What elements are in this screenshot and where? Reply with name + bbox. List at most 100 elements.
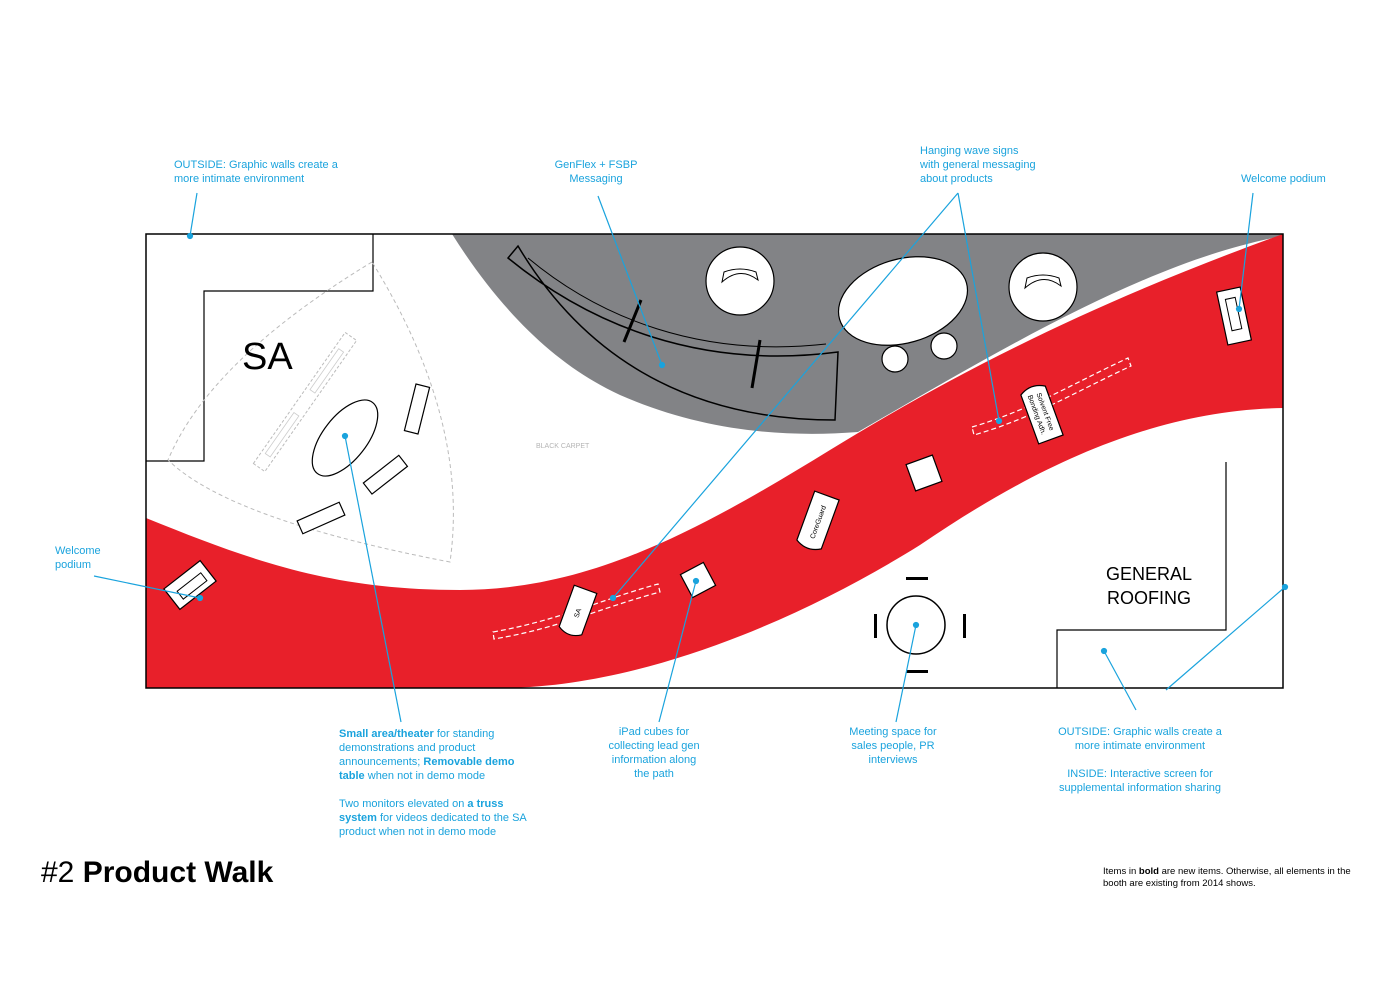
welcome-podium-right: [1215, 286, 1253, 346]
annotation-line: GenFlex + FSBP: [554, 159, 638, 171]
annotation-line: the path: [634, 768, 674, 780]
annotation-welcome-left: Welcome podium: [55, 544, 101, 572]
annotation-line: collecting lead gen: [608, 740, 700, 752]
bench: [296, 501, 346, 535]
wall-post: [750, 339, 762, 389]
annotation-leaders: [93, 192, 1289, 723]
bench: [403, 383, 431, 435]
leader-dot: [609, 594, 617, 602]
annotation-line: with general messaging: [920, 159, 1036, 171]
leader-dot: [658, 361, 666, 369]
annotation-line: interviews: [868, 754, 918, 766]
page-title: #2 Product Walk: [41, 856, 273, 890]
wall-post: [622, 299, 643, 343]
welcome-podium-left: [163, 559, 217, 611]
annotation-small-area-paragraph-2: Two monitors elevated on a truss system …: [339, 797, 539, 839]
counter-sa: SA: [558, 584, 598, 637]
counter-coreguard: CoreGuard: [796, 490, 840, 551]
leader-dot: [196, 594, 204, 602]
leader-dot: [1235, 305, 1243, 313]
annotation-line: OUTSIDE: Graphic walls create a: [174, 159, 338, 171]
general-roofing-line-2: ROOFING: [1107, 588, 1192, 608]
leader-hanging-wave-left: [612, 192, 959, 599]
round-table: [1008, 252, 1078, 322]
annotation-line: Welcome: [55, 545, 101, 557]
annotation-line: supplemental information sharing: [1058, 782, 1222, 794]
title-number: #2: [41, 856, 75, 889]
small-area-p2-run: for videos dedicated to the SA product w…: [339, 812, 527, 838]
leader-hanging-wave-right: [957, 192, 1000, 422]
annotation-line: iPad cubes for: [618, 726, 690, 738]
small-area-p1-run: Small area/theater: [339, 728, 434, 740]
counter-sa-label: SA: [573, 607, 583, 618]
small-stool: [881, 345, 909, 373]
hanging-sign-oval: [837, 256, 969, 346]
table-display-icon: [721, 268, 759, 284]
small-area-p2-run: a truss system: [339, 798, 504, 824]
footnote: Items in bold are new items. Otherwise, …: [1103, 866, 1363, 890]
leader-dot: [1281, 583, 1289, 591]
leader-small-area: [344, 435, 402, 723]
leader-dot: [1100, 647, 1108, 655]
small-stool: [930, 332, 958, 360]
annotation-ipad: iPad cubes for collecting lead gen infor…: [594, 725, 714, 781]
theater-dashed-outline: [167, 261, 454, 563]
annotation-line: sales people, PR: [851, 740, 935, 752]
title-name: Product Walk: [82, 856, 274, 889]
leader-genflex: [597, 195, 663, 366]
annotation-genflex: GenFlex + FSBP Messaging: [536, 158, 656, 186]
leader-dot: [341, 432, 349, 440]
annotation-small-area: Small area/theater for standing demonstr…: [339, 727, 539, 839]
bench: [362, 454, 409, 495]
footnote-run: bold: [1138, 866, 1159, 877]
meeting-chair: [906, 577, 928, 580]
black-carpet-label: BLACK CARPET: [536, 443, 590, 450]
annotation-line: more intimate environment: [1074, 740, 1206, 752]
ipad-cube: [905, 454, 943, 492]
leader-dot: [186, 232, 194, 240]
annotation-line: information along: [611, 754, 697, 766]
annotation-inside-bottom-right: INSIDE: Interactive screen for supplemen…: [1040, 767, 1240, 795]
annotation-line: OUTSIDE: Graphic walls create a: [1058, 726, 1222, 738]
annotation-hanging-wave: Hanging wave signs with general messagin…: [920, 144, 1036, 186]
curved-display-wall: [506, 244, 839, 421]
round-table: [705, 246, 775, 316]
table-display-icon: [1024, 274, 1062, 290]
leader-welcome-right: [1238, 192, 1254, 310]
general-roofing-line-1: GENERAL: [1106, 564, 1193, 584]
annotation-line: INSIDE: Interactive screen for: [1067, 768, 1213, 780]
small-area-p1-run: when not in demo mode: [364, 770, 486, 782]
annotation-small-area-paragraph-1: Small area/theater for standing demonstr…: [339, 727, 539, 783]
footnote-run: are new items. Otherwise, all elements i…: [1103, 866, 1351, 889]
graphic-wall-top-left: [146, 234, 374, 462]
annotation-meeting: Meeting space for sales people, PR inter…: [833, 725, 953, 767]
leader-outside-top-left: [189, 192, 198, 237]
leader-ipad: [658, 580, 697, 723]
annotation-line: more intimate environment: [174, 173, 305, 185]
meeting-chair: [906, 670, 928, 673]
annotation-welcome-right: Welcome podium: [1241, 173, 1326, 185]
small-area-p2-run: Two monitors elevated on: [339, 798, 468, 810]
footnote-run: Items in: [1103, 866, 1139, 877]
leader-dot: [692, 577, 700, 585]
annotation-line: about products: [920, 173, 993, 185]
leader-outside-bottom-right-b: [1165, 586, 1286, 691]
sa-area-label: SA: [242, 336, 293, 378]
wave-sign-trace: [492, 583, 661, 640]
annotation-outside-inside-bottom-right: OUTSIDE: Graphic walls create a more int…: [1040, 725, 1240, 795]
leader-dot: [912, 621, 920, 629]
graphic-wall-bottom-right: [1056, 462, 1227, 688]
annotation-line: Messaging: [569, 173, 623, 185]
curved-display-wall-inner: [527, 257, 827, 348]
meeting-chair: [874, 614, 877, 638]
small-area-p1-run: for standing demonstrations and product …: [339, 728, 495, 768]
annotation-line: podium: [55, 559, 92, 571]
truss-system: [252, 331, 358, 473]
meeting-chair: [963, 614, 966, 638]
leader-dot: [995, 417, 1003, 425]
red-walkway: [146, 234, 1283, 688]
annotation-outside-top-left: OUTSIDE: Graphic walls create a more int…: [174, 158, 338, 186]
leader-meeting: [895, 624, 917, 723]
